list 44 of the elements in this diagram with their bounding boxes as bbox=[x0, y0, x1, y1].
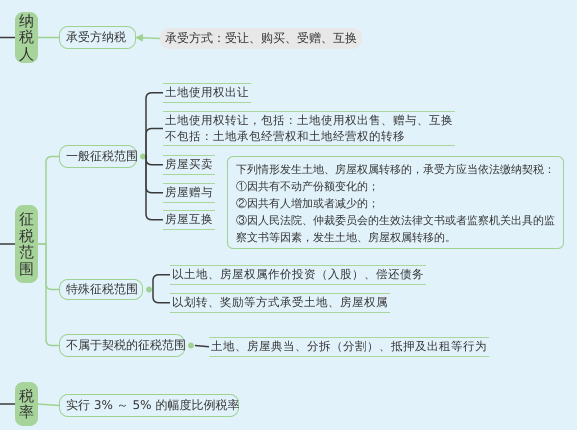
connector bbox=[145, 128, 163, 158]
node-text: 征税范围 bbox=[19, 211, 34, 277]
connector bbox=[145, 156, 163, 220]
connector bbox=[135, 34, 160, 42]
node-text: 以划转、奖励等方式承受土地、房屋权属 bbox=[172, 295, 388, 311]
node-text: 承受方纳税 bbox=[66, 29, 126, 46]
node-text: 房屋赠与 bbox=[165, 185, 213, 201]
connector bbox=[152, 274, 170, 290]
leaf-item bbox=[163, 111, 455, 146]
note-tag bbox=[160, 28, 362, 49]
node-text: 房屋互换 bbox=[165, 212, 213, 228]
node-text: 土地、房屋典当、分拆（分割）、抵押及出租等行为 bbox=[211, 339, 487, 355]
connector bbox=[0, 403, 15, 405]
node-text: 承受方式：受让、购买、受赠、互换 bbox=[165, 31, 357, 45]
node-text: ②因共有人增加或者减少的； bbox=[236, 196, 380, 212]
node-text: 下列情形发生土地、房屋权属转移的，承受方应当依法缴纳契税： bbox=[236, 162, 555, 178]
note-box bbox=[227, 156, 564, 249]
node-text: 不包括：土地承包经营权和土地经营权的转移 bbox=[165, 128, 406, 144]
node-text: 一般征税范围 bbox=[66, 148, 138, 165]
connector bbox=[152, 288, 170, 304]
topic-box bbox=[15, 205, 38, 283]
node-text: 以土地、房屋权属作价投资（入股）、偿还债务 bbox=[172, 267, 424, 283]
node-text: ①因共有不动产份额变化的； bbox=[236, 179, 380, 196]
node-text: 土地使用权转让，包括：土地使用权出售、赠与、互换 bbox=[165, 113, 453, 129]
node-text: 房屋买卖 bbox=[165, 157, 213, 173]
node-text: 特殊征税范围 bbox=[66, 281, 138, 298]
node-text: ③因人民法院、仲裁委员会的生效法律文书或者监察机关出具的监察文书等因素，发生土地、房屋权属转移的。 bbox=[236, 213, 555, 246]
connector bbox=[0, 243, 15, 245]
node-text: 纳税人 bbox=[19, 12, 34, 62]
node-text: 土地使用权出让 bbox=[165, 85, 249, 101]
branch-box bbox=[59, 394, 239, 417]
branch-box bbox=[59, 334, 185, 357]
branch-box bbox=[59, 145, 137, 168]
node-text: 税率 bbox=[19, 388, 34, 420]
node-text: 不属于契税的征税范围 bbox=[66, 337, 186, 354]
connector bbox=[194, 344, 210, 348]
topic-box bbox=[15, 12, 38, 63]
connector bbox=[38, 403, 60, 406]
topic-box bbox=[15, 382, 38, 426]
connector bbox=[38, 36, 59, 38]
branch-box bbox=[59, 279, 143, 300]
node-text: 实行 3% ～ 5% 的幅度比例税率 bbox=[66, 397, 240, 414]
branch-box bbox=[59, 26, 136, 49]
connector bbox=[0, 36, 15, 38]
